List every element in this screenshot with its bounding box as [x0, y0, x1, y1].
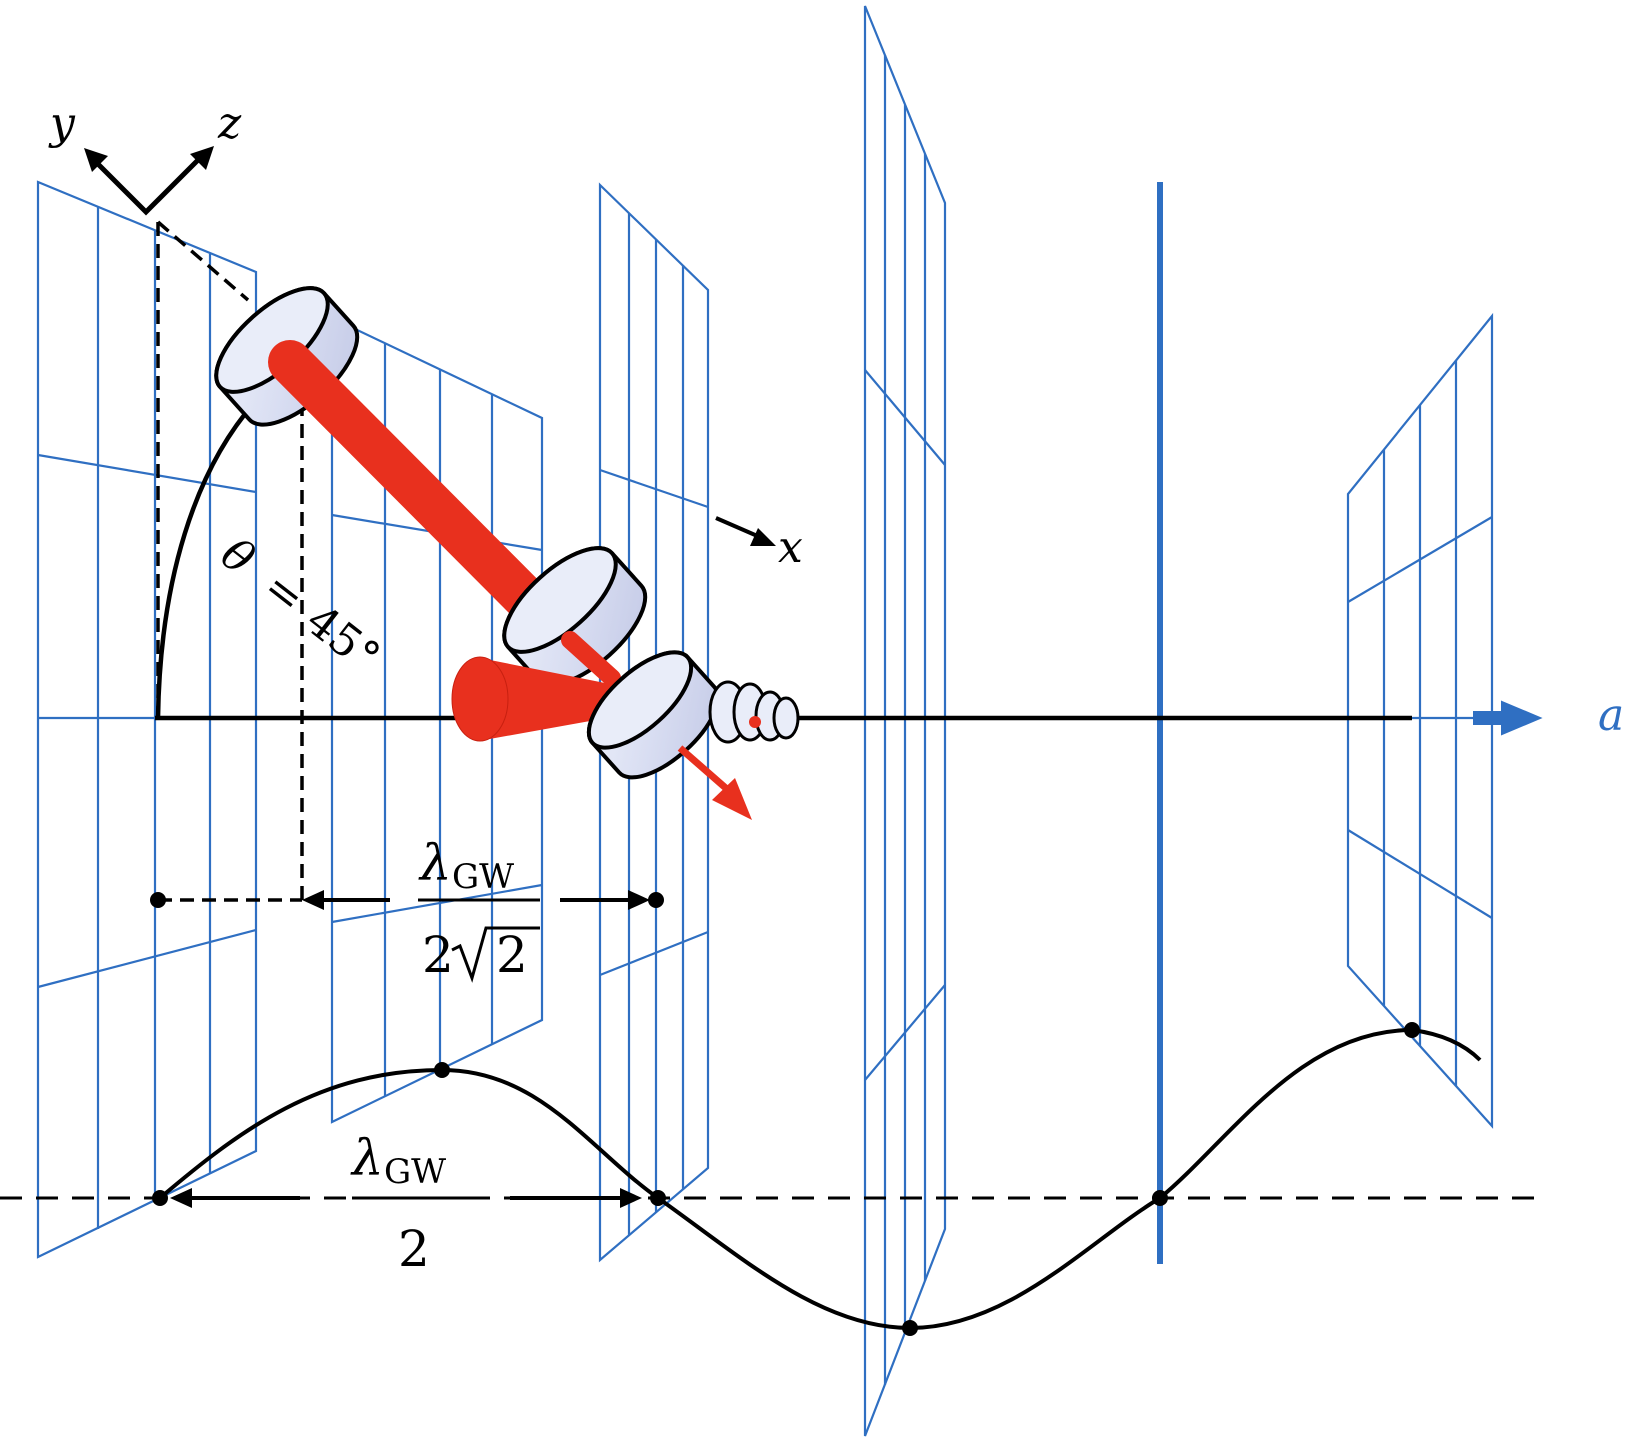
angle-arc [155, 400, 257, 719]
dim-lower-arrowhead-left [170, 1188, 192, 1208]
dim-lower-arrowhead-right [620, 1188, 642, 1208]
beam-exit-arrow [677, 745, 752, 820]
dim-upper-right-dot [648, 892, 664, 908]
dim-upper-radicand: 2 [496, 926, 528, 984]
dim-upper-fraction: λ GW 2 2 [418, 834, 540, 984]
dim-lower-denominator: 2 [398, 1220, 430, 1278]
dim-upper-arrowhead-right [628, 890, 650, 910]
dim-upper-sub: GW [452, 857, 514, 897]
dim-lower-fraction: λ GW 2 [350, 1129, 470, 1278]
a-axis-label: a [1598, 690, 1624, 741]
sqrt-sign [451, 926, 540, 983]
dim-lower-sub: GW [384, 1152, 446, 1192]
grid-plane-4 [863, 5, 947, 1437]
angle-label: θ = 45° [211, 528, 389, 683]
dim-upper-denominator-2: 2 [422, 926, 454, 984]
dim-upper-arrowhead-left [302, 890, 324, 910]
beam-arrow-small [561, 631, 621, 687]
beam-main [268, 340, 577, 650]
a-axis-arrow [1473, 700, 1543, 736]
tilt-reference-dashed [156, 220, 250, 302]
y-axis-arrowhead [84, 148, 108, 172]
dim-upper-lambda: λ [418, 834, 452, 892]
y-axis-label: y [48, 98, 76, 149]
dim-lower-lambda: λ [350, 1129, 384, 1187]
x-axis-label: x [778, 522, 803, 573]
wave-points [152, 1022, 1420, 1336]
angle-value: 45° [296, 595, 389, 683]
mirror-cylinder-3 [586, 650, 720, 780]
angle-equals: = [254, 562, 314, 625]
x-axis-line [715, 516, 763, 540]
x-axis-arrowhead [750, 528, 776, 546]
beam-cone [451, 656, 640, 742]
gw-wave [158, 1027, 1482, 1331]
coordinate-frame [94, 154, 204, 216]
beam-end-dot [749, 716, 761, 728]
z-axis-arrowhead [190, 146, 214, 170]
grid-plane-6 [1346, 312, 1494, 1129]
z-axis-label: z [217, 98, 242, 149]
small-disks [708, 680, 800, 744]
